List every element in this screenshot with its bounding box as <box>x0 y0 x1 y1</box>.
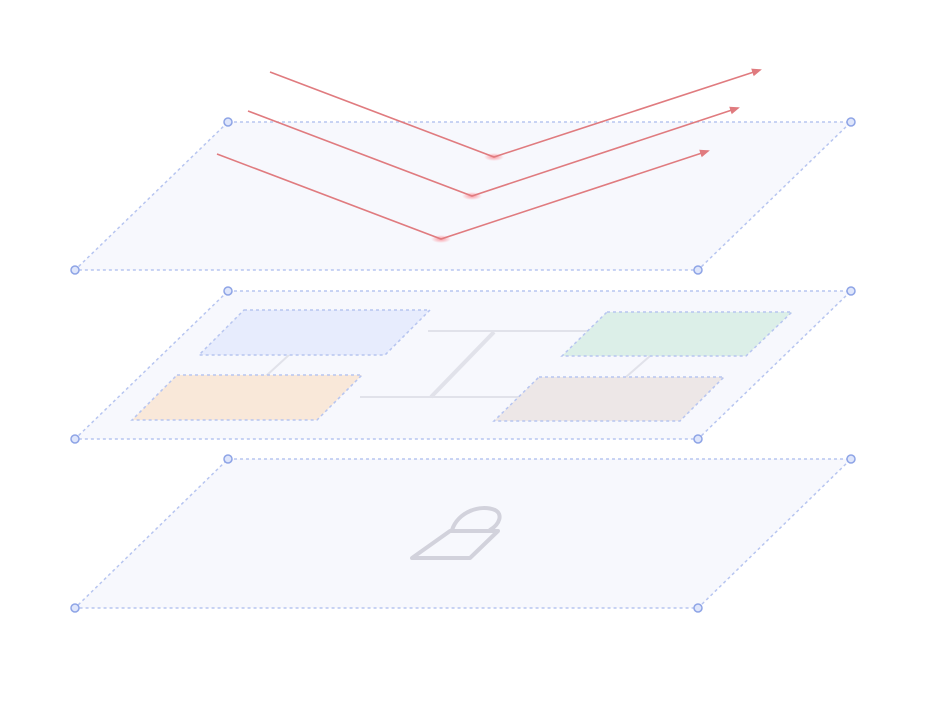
middle-layer-vertex-2 <box>846 286 856 296</box>
middle-layer-vertex-4 <box>70 434 80 444</box>
bottom-layer-vertex-4 <box>70 603 80 613</box>
bottom-layer-plane <box>73 458 853 609</box>
top-layer-vertex-4 <box>70 265 80 275</box>
block-taupe <box>492 376 726 422</box>
top-layer-vertex-1 <box>223 117 233 127</box>
bottom-layer-vertex-3 <box>693 603 703 613</box>
lock-icon <box>410 506 502 560</box>
top-layer-vertex-3 <box>693 265 703 275</box>
block-orange <box>130 374 364 421</box>
top-layer-vertex-2 <box>846 117 856 127</box>
top-layer <box>70 68 856 275</box>
middle-layer-vertex-1 <box>223 286 233 296</box>
block-green <box>560 311 794 357</box>
block-blue <box>197 309 432 356</box>
ray-2 <box>247 106 740 197</box>
ray-3 <box>216 149 710 240</box>
bottom-layer-vertex-2 <box>846 454 856 464</box>
bottom-layer <box>70 454 856 613</box>
bottom-layer-vertex-1 <box>223 454 233 464</box>
middle-layer <box>70 286 856 444</box>
ray-1 <box>269 68 762 158</box>
block-connectors <box>265 330 651 399</box>
middle-layer-vertex-3 <box>693 434 703 444</box>
